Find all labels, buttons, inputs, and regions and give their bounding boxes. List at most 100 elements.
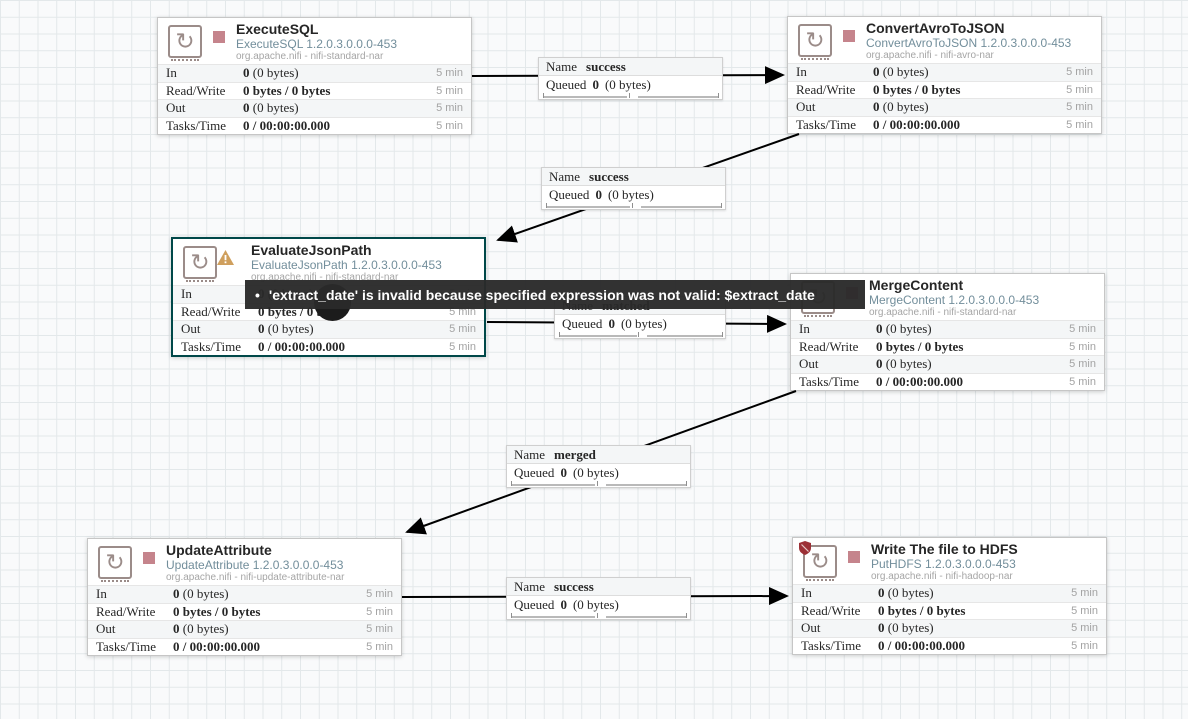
stat-period: 5 min: [366, 605, 393, 618]
stat-row-tasks: Tasks/Time 0 / 00:00:00.000 5 min: [158, 116, 471, 134]
stat-row-out: Out 0 (0 bytes) 5 min: [791, 355, 1104, 373]
processor-puthdfs[interactable]: ↻ Write The file to HDFS PutHDFS 1.2.0.3…: [792, 537, 1107, 655]
processor-stamp-icon: ↻: [98, 546, 132, 582]
processor-header: ↻ UpdateAttribute UpdateAttribute 1.2.0.…: [88, 539, 401, 585]
stat-period: 5 min: [436, 102, 463, 115]
processor-executesql[interactable]: ↻ ExecuteSQL ExecuteSQL 1.2.0.3.0.0.0-45…: [157, 17, 472, 135]
stat-label: Out: [166, 100, 186, 116]
stat-label: In: [96, 586, 107, 602]
stat-label: In: [799, 321, 810, 337]
stat-period: 5 min: [436, 67, 463, 80]
stat-row-tasks: Tasks/Time 0 / 00:00:00.000 5 min: [88, 637, 401, 655]
stat-value: 0 (0 bytes): [876, 321, 932, 337]
stat-label: Tasks/Time: [796, 116, 857, 132]
invalid-warning-icon[interactable]: [217, 250, 234, 265]
stat-period: 5 min: [366, 623, 393, 636]
refresh-arrows-icon: ↻: [810, 548, 830, 574]
stat-period: 5 min: [1069, 323, 1096, 336]
processor-header: ↻ ConvertAvroToJSON ConvertAvroToJSON 1.…: [788, 17, 1101, 63]
stat-value: 0 / 00:00:00.000: [173, 638, 261, 654]
stat-row-in: In 0 (0 bytes) 5 min: [793, 584, 1106, 602]
stat-label: Tasks/Time: [181, 338, 242, 354]
processor-type-version: MergeContent 1.2.0.3.0.0.0-453: [869, 293, 1040, 307]
stopped-status-icon: [843, 30, 855, 42]
processor-convertavrotojson[interactable]: ↻ ConvertAvroToJSON ConvertAvroToJSON 1.…: [787, 16, 1102, 134]
stat-period: 5 min: [1066, 101, 1093, 114]
stat-row-in: In 0 (0 bytes) 5 min: [788, 63, 1101, 81]
stat-row-out: Out 0 (0 bytes) 5 min: [158, 99, 471, 117]
validation-error-text: 'extract_date' is invalid because specif…: [268, 286, 815, 303]
refresh-arrows-icon: ↻: [105, 549, 125, 575]
stat-row-tasks: Tasks/Time 0 / 00:00:00.000 5 min: [791, 372, 1104, 390]
stat-label: Read/Write: [166, 82, 226, 98]
restricted-shield-icon: [799, 541, 811, 555]
stat-value: 0 (0 bytes): [258, 321, 314, 337]
stat-period: 5 min: [1071, 604, 1098, 617]
processor-stamp-icon: ↻: [168, 25, 202, 61]
processor-stamp-icon: ↻: [798, 24, 832, 60]
processor-stamp-icon: ↻: [183, 246, 217, 282]
processor-type-version: UpdateAttribute 1.2.0.3.0.0.0-453: [166, 558, 344, 572]
queue-percent-bars: [542, 203, 725, 209]
processor-type-version: ExecuteSQL 1.2.0.3.0.0.0-453: [236, 37, 397, 51]
stat-row-out: Out 0 (0 bytes) 5 min: [88, 620, 401, 638]
processor-bundle: org.apache.nifi - nifi-update-attribute-…: [166, 572, 345, 583]
processor-name: ConvertAvroToJSON: [866, 20, 1005, 36]
stat-value: 0 bytes / 0 bytes: [873, 81, 961, 97]
stat-label: Out: [801, 620, 821, 636]
stat-value: 0 bytes / 0 bytes: [173, 603, 261, 619]
stat-row-in: In 0 (0 bytes) 5 min: [158, 64, 471, 82]
stat-value: 0 (0 bytes): [173, 586, 229, 602]
stat-value: 0 (0 bytes): [243, 65, 299, 81]
stat-label: Read/Write: [96, 603, 156, 619]
stat-row-in: In 0 (0 bytes) 5 min: [88, 585, 401, 603]
stat-label: Tasks/Time: [801, 637, 862, 653]
queue-percent-bars: [555, 332, 725, 338]
stat-row-out: Out 0 (0 bytes) 5 min: [788, 98, 1101, 116]
stat-row-out: Out 0 (0 bytes) 5 min: [173, 320, 484, 338]
processor-header: ↻ Write The file to HDFS PutHDFS 1.2.0.3…: [793, 538, 1106, 584]
stat-period: 5 min: [1071, 622, 1098, 635]
stat-label: Read/Write: [799, 338, 859, 354]
stat-period: 5 min: [366, 640, 393, 653]
stat-label: Read/Write: [181, 303, 241, 319]
stopped-status-icon: [143, 552, 155, 564]
stat-label: Out: [796, 99, 816, 115]
stat-period: 5 min: [436, 84, 463, 97]
processor-updateattribute[interactable]: ↻ UpdateAttribute UpdateAttribute 1.2.0.…: [87, 538, 402, 656]
stat-period: 5 min: [449, 340, 476, 353]
stat-label: In: [166, 65, 177, 81]
stat-row-readwrite: Read/Write 0 bytes / 0 bytes 5 min: [788, 80, 1101, 98]
stat-period: 5 min: [1069, 358, 1096, 371]
refresh-arrows-icon: ↻: [175, 28, 195, 54]
stat-row-out: Out 0 (0 bytes) 5 min: [793, 619, 1106, 637]
stat-label: Tasks/Time: [799, 373, 860, 389]
stat-value: 0 / 00:00:00.000: [878, 637, 966, 653]
stat-value: 0 (0 bytes): [873, 64, 929, 80]
stat-row-in: In 0 (0 bytes) 5 min: [791, 320, 1104, 338]
processor-bundle: org.apache.nifi - nifi-standard-nar: [869, 307, 1017, 318]
stat-label: In: [801, 585, 812, 601]
processor-bundle: org.apache.nifi - nifi-standard-nar: [236, 51, 384, 62]
processor-name: ExecuteSQL: [236, 21, 319, 37]
queue-percent-bars: [539, 93, 722, 99]
processor-name: UpdateAttribute: [166, 542, 272, 558]
processor-header: ↻ EvaluateJsonPath EvaluateJsonPath 1.2.…: [173, 239, 484, 285]
stat-period: 5 min: [1066, 66, 1093, 79]
stat-label: Out: [181, 321, 201, 337]
processor-name: EvaluateJsonPath: [251, 242, 372, 258]
stat-value: 0 (0 bytes): [878, 585, 934, 601]
stat-value: 0 / 00:00:00.000: [876, 373, 964, 389]
